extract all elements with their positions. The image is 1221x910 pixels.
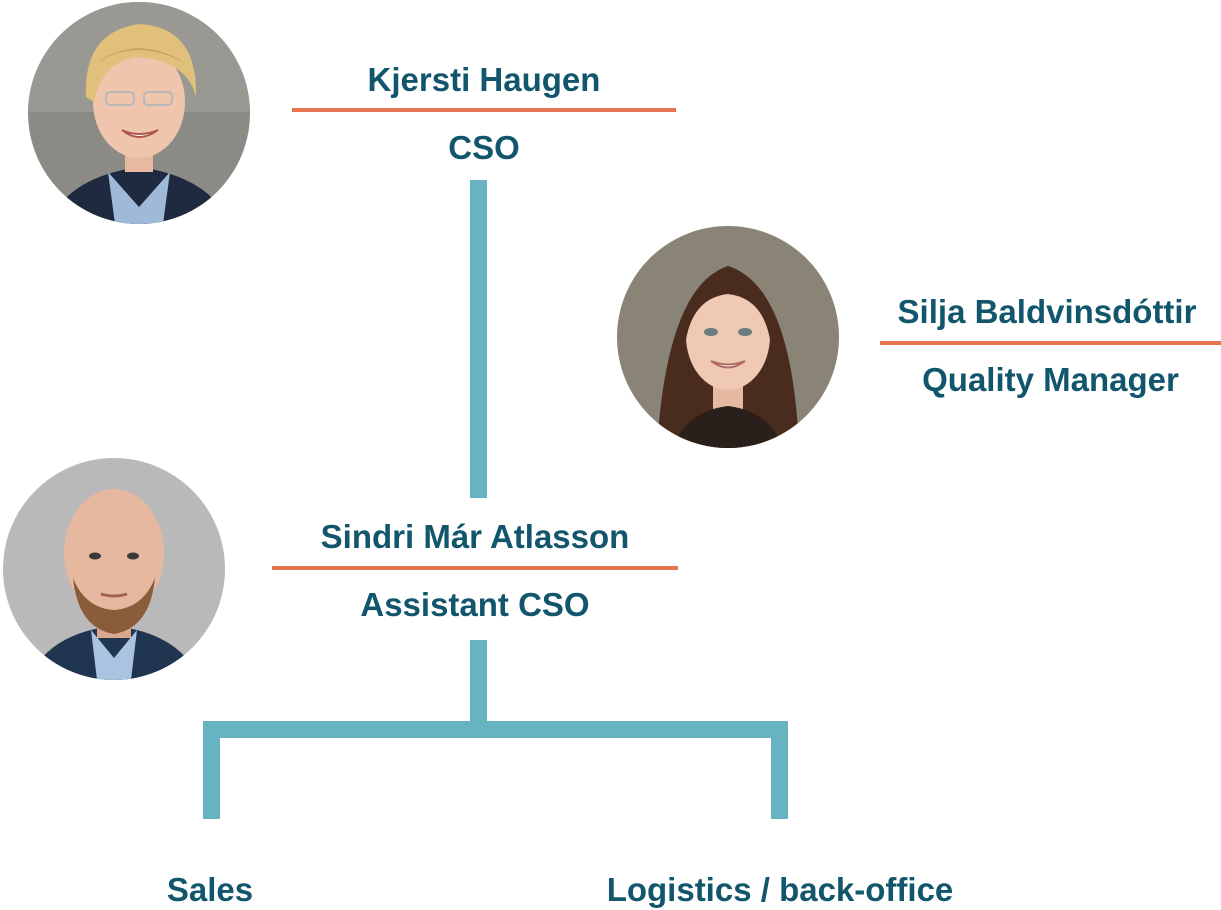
person-role-silja: Quality Manager — [922, 361, 1179, 398]
person-role-sindri: Assistant CSO — [360, 586, 590, 623]
connector-assistant-down — [470, 640, 487, 738]
avatar-sindri-mar-atlasson — [3, 458, 225, 680]
divider-silja — [880, 341, 1221, 345]
avatar-silja-baldvinsdottir — [617, 226, 839, 448]
department-sales: Sales — [166, 871, 254, 908]
avatar-kjersti-haugen — [28, 2, 250, 224]
divider-sindri — [272, 566, 678, 570]
person-name-silja: Silja Baldvinsdóttir — [897, 293, 1197, 330]
department-logistics-back-office: Logistics / back-office — [606, 871, 954, 908]
connector-to-logistics — [771, 721, 788, 819]
connector-to-sales — [203, 721, 220, 819]
divider-kjersti — [292, 108, 676, 112]
person-name-sindri: Sindri Már Atlasson — [320, 518, 630, 555]
connector-horizontal-bar — [203, 721, 788, 738]
connector-cso-to-assistant — [470, 180, 487, 498]
person-role-kjersti: CSO — [448, 129, 520, 166]
person-name-kjersti: Kjersti Haugen — [367, 61, 601, 98]
